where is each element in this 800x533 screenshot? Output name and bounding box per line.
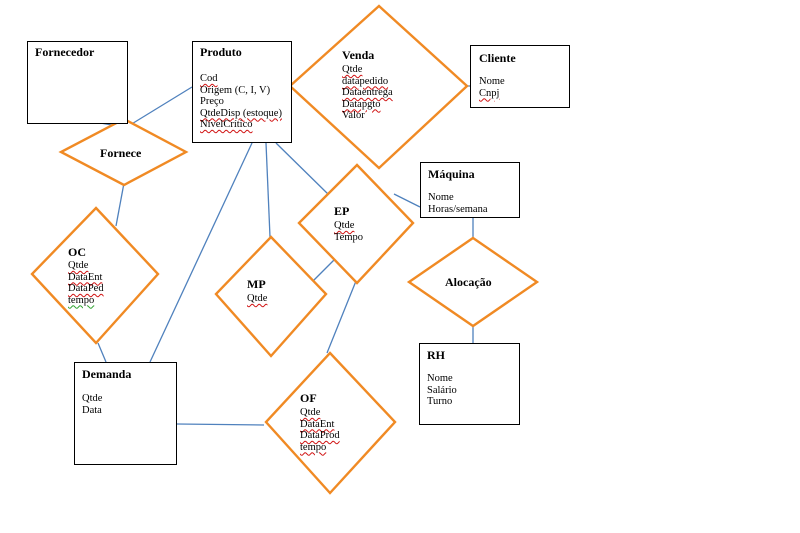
entity-cliente-attributes: Nome Cnpj — [479, 76, 505, 99]
attribute-dataped: DataPed — [68, 283, 104, 294]
attribute-tempo: tempo — [300, 441, 327, 453]
connector-oc-demanda — [97, 342, 107, 363]
attribute-tempo: Tempo — [334, 231, 364, 243]
attribute-dataprod: DataProd — [300, 430, 340, 441]
attribute-dataent: DataEnt — [300, 418, 335, 430]
attribute-nome: Nome — [427, 373, 453, 384]
attribute-nivelcritico: NívelCrítico — [200, 119, 253, 130]
entity-rh-attributes: Nome Salário Turno — [427, 373, 457, 408]
attribute-qtde: Qtde — [247, 293, 268, 304]
attribute-qtdedisp: QtdeDisp (estoque) — [200, 107, 282, 119]
connector-ep-of — [326, 280, 357, 354]
relationship-diamond-oc — [30, 206, 160, 345]
attribute-qtde: Qtde — [300, 407, 321, 418]
entity-produto-attributes: Cod Origem (C, I, V) Preço QtdeDisp (est… — [200, 73, 282, 131]
relationship-venda-title: Venda — [342, 48, 375, 62]
relationship-diamond-venda — [288, 4, 469, 170]
relationship-diamond-alocacao — [406, 236, 540, 328]
attribute-nome: Nome — [479, 76, 505, 87]
relationship-of-title: OF — [300, 391, 317, 405]
connector-demanda-of — [176, 423, 265, 426]
connector-produto-fornece — [129, 86, 193, 126]
attribute-cod: Cod — [200, 73, 218, 84]
relationship-oc-attributes: Qtde DataEnt DataPed tempo — [68, 260, 104, 306]
attribute-dataentrega: Dataentrega — [342, 87, 393, 98]
entity-produto: Produto Cod Origem (C, I, V) Preço QtdeD… — [192, 41, 292, 143]
entity-demanda-attributes: Qtde Data — [82, 393, 102, 416]
attribute-nome: Nome — [428, 192, 454, 203]
entity-rh-title: RH — [427, 348, 445, 362]
attribute-salario: Salário — [427, 384, 457, 396]
relationship-ep-attributes: Qtde Tempo — [334, 220, 363, 243]
relationship-mp-attributes: Qtde — [247, 293, 267, 305]
entity-produto-title: Produto — [200, 45, 242, 59]
entity-cliente-title: Cliente — [479, 51, 516, 65]
entity-fornecedor: Fornecedor — [27, 41, 128, 124]
entity-maquina: Máquina Nome Horas/semana — [420, 162, 520, 218]
attribute-tempo: tempo — [68, 294, 95, 306]
attribute-turno: Turno — [427, 396, 453, 407]
attribute-preco: Preço — [200, 96, 224, 107]
relationship-oc-title: OC — [68, 245, 86, 259]
connector-fornece-oc — [115, 182, 125, 227]
attribute-datapgto: Datapgto — [342, 98, 381, 110]
relationship-alocacao-title: Alocação — [445, 275, 492, 289]
entity-demanda-title: Demanda — [82, 367, 132, 381]
attribute-data: Data — [82, 404, 102, 416]
relationship-fornece-title: Fornece — [100, 146, 142, 160]
attribute-valor: Valor — [342, 110, 365, 121]
attribute-cnpj: Cnpj — [479, 87, 500, 99]
entity-fornecedor-title: Fornecedor — [35, 45, 95, 59]
attribute-qtde: Qtde — [82, 393, 103, 404]
relationship-ep-title: EP — [334, 204, 350, 218]
connector-produto-ep — [275, 142, 331, 197]
entity-maquina-attributes: Nome Horas/semana — [428, 192, 487, 215]
relationship-diamond-mp — [214, 235, 328, 358]
entity-demanda: Demanda Qtde Data — [74, 362, 177, 465]
attribute-dataent: DataEnt — [68, 271, 103, 283]
attribute-qtde: Qtde — [68, 260, 89, 271]
attribute-datapedido: datapedido — [342, 75, 389, 87]
relationship-mp-title: MP — [247, 277, 266, 291]
relationship-diamond-of — [264, 351, 397, 495]
relationship-venda-attributes: Qtde datapedido Dataentrega Datapgto Val… — [342, 64, 393, 122]
entity-cliente: Cliente Nome Cnpj — [470, 45, 570, 108]
attribute-horas-semana: Horas/semana — [428, 203, 488, 215]
relationship-diamond-ep — [297, 163, 415, 285]
connector-ep-maquina — [393, 193, 421, 208]
attribute-qtde: Qtde — [334, 220, 355, 231]
attribute-origem: Origem (C, I, V) — [200, 84, 271, 96]
relationship-of-attributes: Qtde DataEnt DataProd tempo — [300, 407, 340, 453]
entity-rh: RH Nome Salário Turno — [419, 343, 520, 425]
relationship-diamond-fornece — [58, 117, 189, 187]
connector-produto-demanda — [149, 142, 253, 363]
connector-produto-mp — [265, 142, 271, 238]
entity-maquina-title: Máquina — [428, 167, 475, 181]
attribute-qtde: Qtde — [342, 64, 363, 75]
